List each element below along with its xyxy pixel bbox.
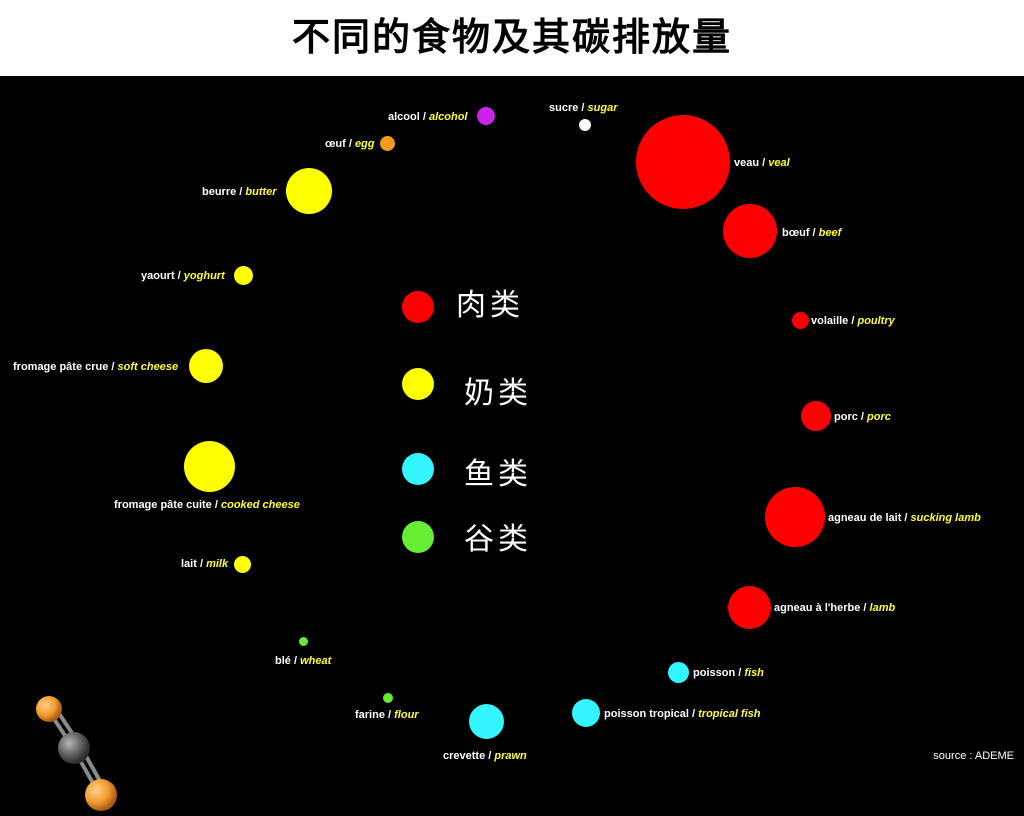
food-dot-beef (723, 204, 777, 258)
food-label-cooked-cheese: fromage pâte cuite / cooked cheese (114, 499, 300, 511)
food-dot-sugar (579, 119, 591, 131)
food-label-egg: œuf / egg (325, 138, 375, 150)
food-label-yoghurt: yaourt / yoghurt (141, 270, 225, 282)
food-label-flour: farine / flour (355, 709, 419, 721)
food-label-tropical-fish: poisson tropical / tropical fish (604, 708, 761, 720)
food-label-veal: veau / veal (734, 157, 790, 169)
legend-meat-label: 肉类 (456, 288, 524, 323)
food-label-milk: lait / milk (181, 558, 229, 570)
co2-molecule-icon (36, 696, 117, 811)
title-bar: 不同的食物及其碳排放量 (0, 0, 1024, 76)
food-label-poultry: volaille / poultry (811, 315, 895, 327)
food-dot-prawn (469, 704, 504, 739)
food-dot-yoghurt (234, 266, 253, 285)
food-label-prawn: crevette / prawn (443, 750, 527, 762)
food-dot-cooked-cheese (184, 441, 235, 492)
food-dot-tropical-fish (572, 699, 600, 727)
legend-dairy-label: 奶类 (464, 376, 532, 411)
food-label-sugar: sucre / sugar (549, 102, 618, 114)
food-label-soft-cheese: fromage pâte crue / soft cheese (13, 361, 179, 373)
food-label-wheat: blé / wheat (275, 655, 332, 667)
legend-fish-dot (402, 453, 434, 485)
food-label-fish: poisson / fish (693, 667, 764, 679)
food-dot-wheat (299, 637, 308, 646)
food-dot-sucking-lamb (765, 487, 825, 547)
food-label-sucking-lamb: agneau de lait / sucking lamb (828, 512, 981, 524)
food-dot-milk (234, 556, 251, 573)
legend-meat-dot (402, 291, 434, 323)
page-title: 不同的食物及其碳排放量 (291, 14, 732, 59)
legend-grain-label: 谷类 (464, 522, 532, 557)
food-dot-soft-cheese (189, 349, 223, 383)
food-dot-fish (668, 662, 689, 683)
legend-dairy-dot (402, 368, 434, 400)
food-dot-egg (380, 136, 395, 151)
diagram-canvas: 肉类 奶类 鱼类 谷类 alcool / alcohol sucre / sug… (0, 76, 1024, 811)
food-label-lamb: agneau à l'herbe / lamb (774, 602, 896, 614)
food-dot-lamb (728, 586, 771, 629)
legend-fish-label: 鱼类 (464, 457, 532, 492)
food-dot-veal (636, 115, 730, 209)
food-label-porc: porc / porc (834, 411, 891, 423)
food-label-beef: bœuf / beef (782, 227, 842, 239)
food-dot-alcohol (477, 107, 495, 125)
food-label-butter: beurre / butter (202, 186, 277, 198)
food-label-alcohol: alcool / alcohol (388, 111, 468, 123)
legend-grain-dot (402, 521, 434, 553)
food-dot-porc (801, 401, 831, 431)
food-dot-flour (383, 693, 393, 703)
food-dot-poultry (792, 312, 809, 329)
food-dot-butter (286, 168, 332, 214)
source-credit: source : ADEME (933, 750, 1014, 762)
